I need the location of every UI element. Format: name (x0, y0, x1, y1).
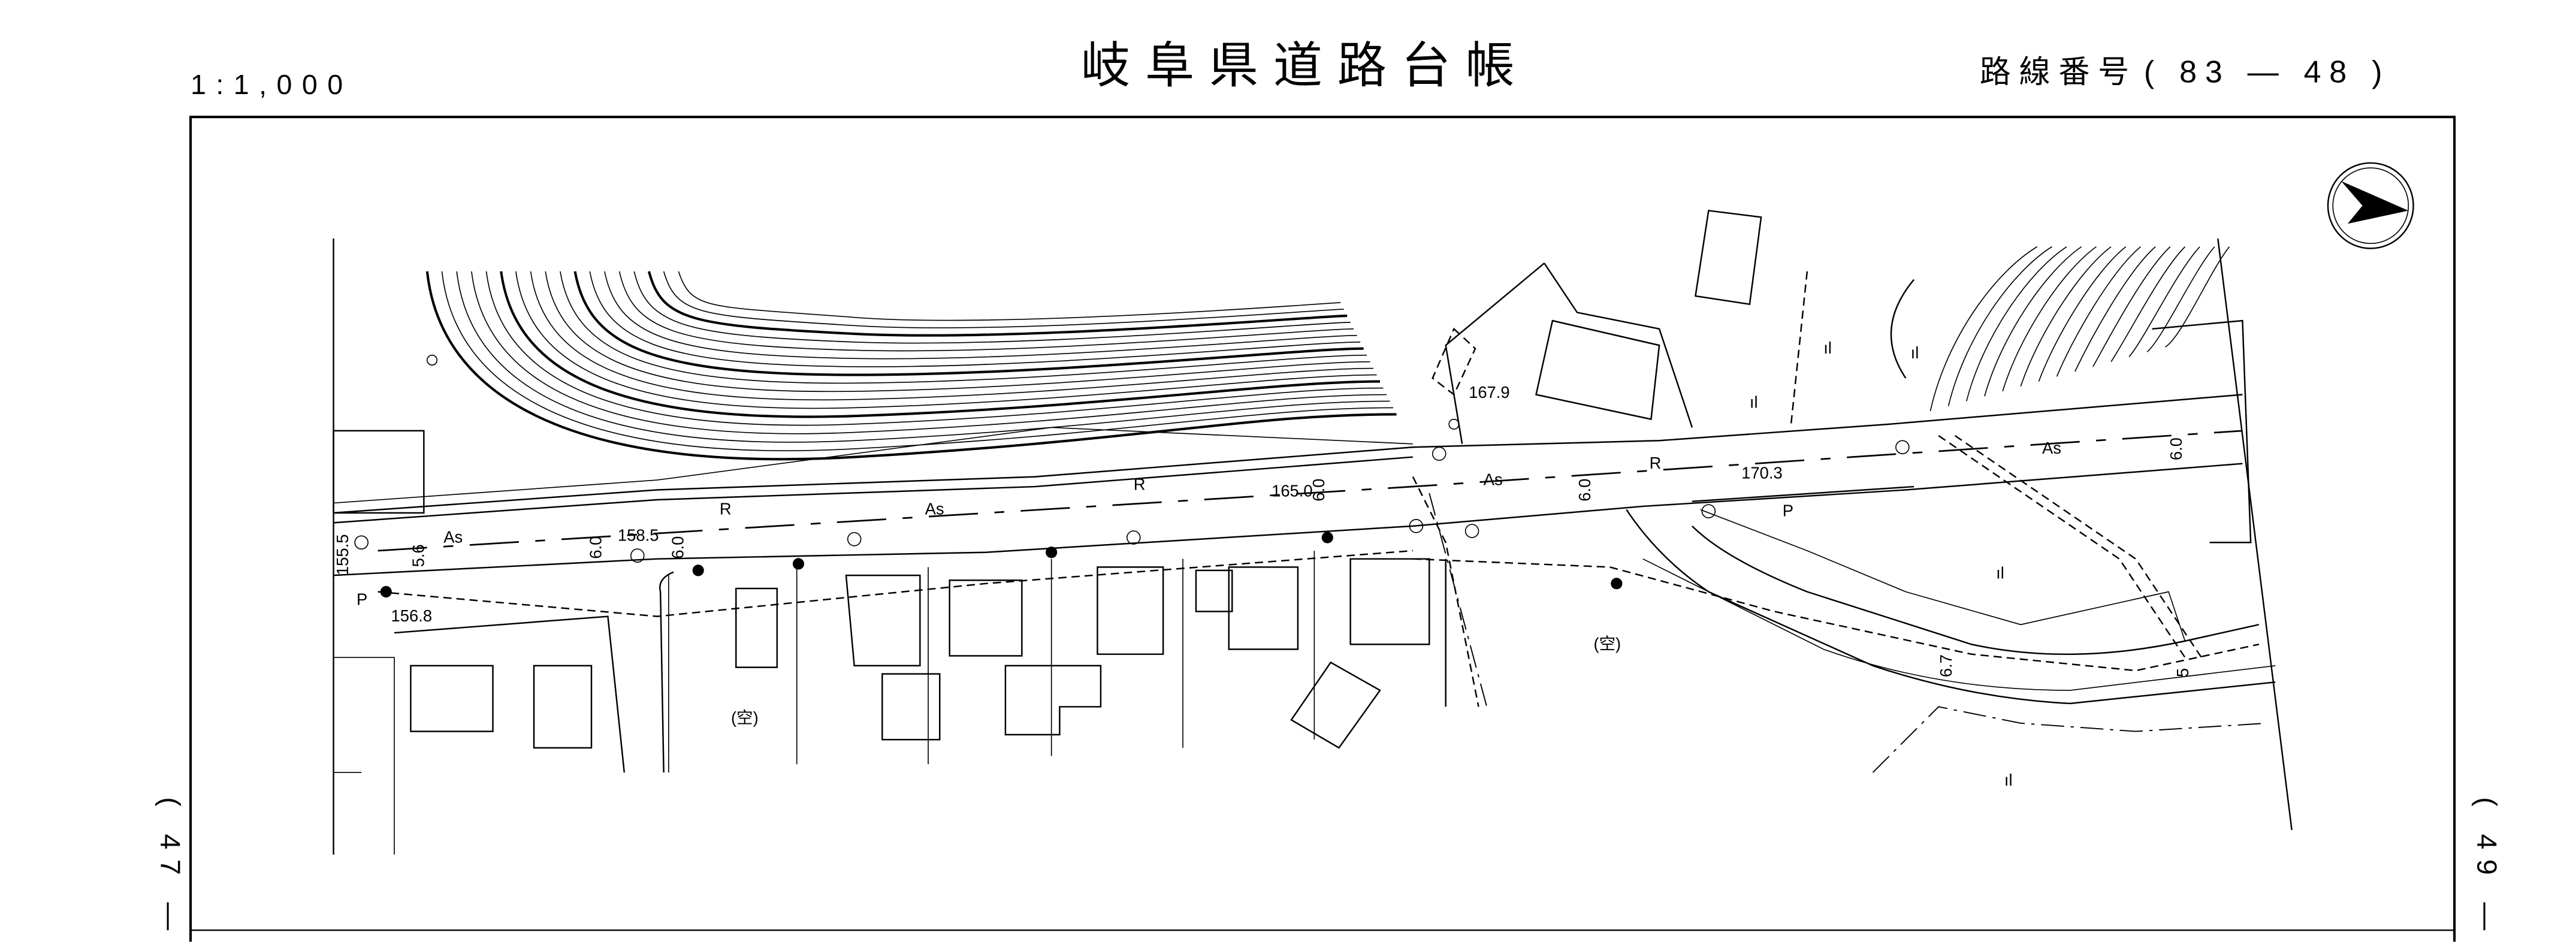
contour-line (515, 271, 1377, 409)
svg-text:R: R (1650, 454, 1662, 472)
contour-line (500, 271, 1381, 418)
contour-line (678, 271, 1341, 321)
buildings (333, 210, 2252, 855)
contour-line (441, 271, 1393, 451)
vegetation-symbols: ıl ıl ıl ıl ıl (1750, 339, 2013, 789)
svg-text:158.5: 158.5 (618, 526, 659, 545)
contour-line (1947, 246, 2052, 406)
contour-line (633, 271, 1351, 344)
adjacent-sheet-right: ( 49 — (2471, 797, 2502, 940)
contour-line (471, 271, 1387, 434)
svg-text:ıl: ıl (1750, 393, 1758, 411)
svg-text:6.0: 6.0 (1309, 479, 1328, 502)
svg-text:P: P (1783, 501, 1793, 520)
branch-road (1692, 525, 2260, 656)
contour-line (2038, 246, 2127, 382)
svg-text:165.0: 165.0 (1272, 481, 1313, 500)
contour-line (1966, 246, 2067, 401)
svg-text:167.9: 167.9 (1469, 383, 1510, 401)
contour-line (573, 271, 1364, 376)
contour-line (560, 271, 1367, 384)
svg-text:(空): (空) (731, 708, 759, 727)
contour-line (604, 271, 1357, 360)
contour-line (545, 271, 1370, 393)
contour-line (425, 271, 1397, 461)
road-south-edge (333, 463, 2243, 576)
contour-line (485, 271, 1384, 426)
manhole-symbols (354, 354, 1910, 563)
road-centerline (378, 430, 2243, 552)
contour-line (663, 271, 1344, 328)
north-arrow-icon (2327, 162, 2414, 249)
utility-poles (380, 532, 1623, 598)
contour-line (589, 271, 1361, 367)
svg-text:As: As (1484, 470, 1503, 488)
contour-line (530, 271, 1374, 401)
contour-line (1929, 246, 2038, 412)
contour-line (2002, 246, 2097, 392)
svg-text:156.8: 156.8 (391, 606, 433, 625)
map-labels: As As As As R R R 158.5 165.0 167.9 170.… (333, 383, 2192, 727)
contour-line (2020, 246, 2112, 387)
road-north-edge (333, 394, 2243, 514)
svg-text:6.0: 6.0 (2167, 437, 2185, 460)
contour-line (456, 271, 1390, 443)
svg-text:ıl: ıl (1823, 339, 1832, 357)
svg-text:155.5: 155.5 (333, 535, 352, 576)
contour-line (647, 271, 1348, 337)
svg-text:5: 5 (2173, 668, 2192, 677)
svg-text:P: P (357, 590, 367, 608)
contour-line (2146, 246, 2215, 352)
svg-text:6.0: 6.0 (1575, 479, 1594, 502)
contour-line (2074, 246, 2156, 372)
svg-text:As: As (443, 527, 463, 546)
svg-text:6.7: 6.7 (1937, 654, 1955, 677)
contour-line (618, 271, 1354, 352)
contour-line (2092, 246, 2171, 367)
contour-lines (425, 246, 2230, 461)
svg-text:ıl: ıl (1996, 564, 2004, 582)
svg-text:As: As (925, 500, 944, 518)
contour-line (2056, 246, 2141, 377)
scale-label: 1:1,000 (191, 69, 353, 100)
contour-line (2110, 246, 2186, 363)
contour-line (2128, 246, 2200, 357)
contour-line (1984, 246, 2082, 397)
svg-text:170.3: 170.3 (1741, 463, 1783, 482)
svg-text:As: As (2042, 439, 2061, 457)
svg-text:6.0: 6.0 (586, 536, 605, 559)
adjacent-sheet-left: ( 47 — (155, 797, 186, 940)
svg-text:(空): (空) (1593, 634, 1621, 653)
route-label: 路線番号 (1980, 55, 2137, 90)
svg-text:ıl: ıl (2004, 771, 2013, 789)
route-number: ( 83 — 48 ) (2144, 55, 2390, 90)
contour-line (2165, 246, 2230, 348)
svg-text:6.0: 6.0 (669, 536, 687, 559)
svg-text:R: R (1134, 475, 1146, 494)
sheet-frame (189, 116, 2456, 942)
svg-text:ıl: ıl (1911, 343, 1919, 362)
svg-text:5.6: 5.6 (409, 544, 427, 567)
svg-text:R: R (720, 500, 732, 518)
sheet-title: 岐阜県道路台帳 (1081, 39, 1529, 93)
map-drawing: As As As As R R R 158.5 165.0 167.9 170.… (333, 210, 2293, 855)
